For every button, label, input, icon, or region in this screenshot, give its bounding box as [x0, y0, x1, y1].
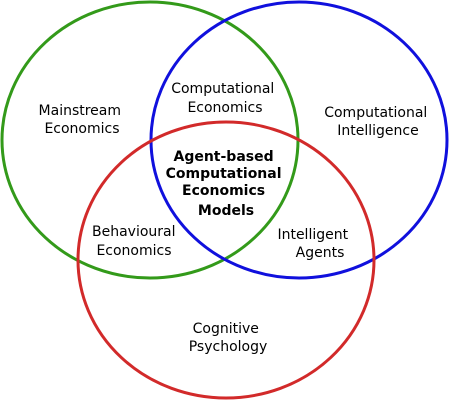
- label-agent-based-models-line3: Economics: [182, 183, 265, 199]
- label-intelligent-agents-line2: Agents: [296, 245, 345, 261]
- label-intelligent-agents: Intelligent Agents: [277, 227, 352, 261]
- label-computational-intelligence-line1: Computational: [324, 105, 427, 121]
- label-cognitive-psychology-line2: Psychology: [189, 339, 268, 355]
- label-mainstream-economics-line1: Mainstream: [39, 103, 121, 119]
- label-computational-economics: Computational Economics: [171, 81, 279, 116]
- label-behavioural-economics-line2: Economics: [96, 243, 171, 259]
- circle-psychology: [76, 120, 376, 400]
- label-mainstream-economics-line2: Economics: [44, 121, 119, 137]
- label-computational-intelligence: Computational Intelligence: [324, 105, 432, 139]
- label-cognitive-psychology-line1: Cognitive: [193, 321, 259, 337]
- label-cognitive-psychology: Cognitive Psychology: [189, 321, 268, 355]
- label-agent-based-models-line1: Agent-based: [173, 149, 273, 165]
- label-computational-economics-line2: Economics: [187, 100, 262, 116]
- label-behavioural-economics-line1: Behavioural: [92, 224, 176, 240]
- label-computational-intelligence-line2: Intelligence: [337, 123, 418, 139]
- label-behavioural-economics: Behavioural Economics: [92, 224, 180, 259]
- label-intelligent-agents-line1: Intelligent: [277, 227, 348, 243]
- label-agent-based-models: Agent-based Computational Economics Mode…: [166, 149, 287, 219]
- label-mainstream-economics: Mainstream Economics: [39, 103, 126, 137]
- label-agent-based-models-line4: Models: [198, 203, 254, 219]
- label-computational-economics-line1: Computational: [171, 81, 274, 97]
- label-agent-based-models-line2: Computational: [166, 166, 282, 182]
